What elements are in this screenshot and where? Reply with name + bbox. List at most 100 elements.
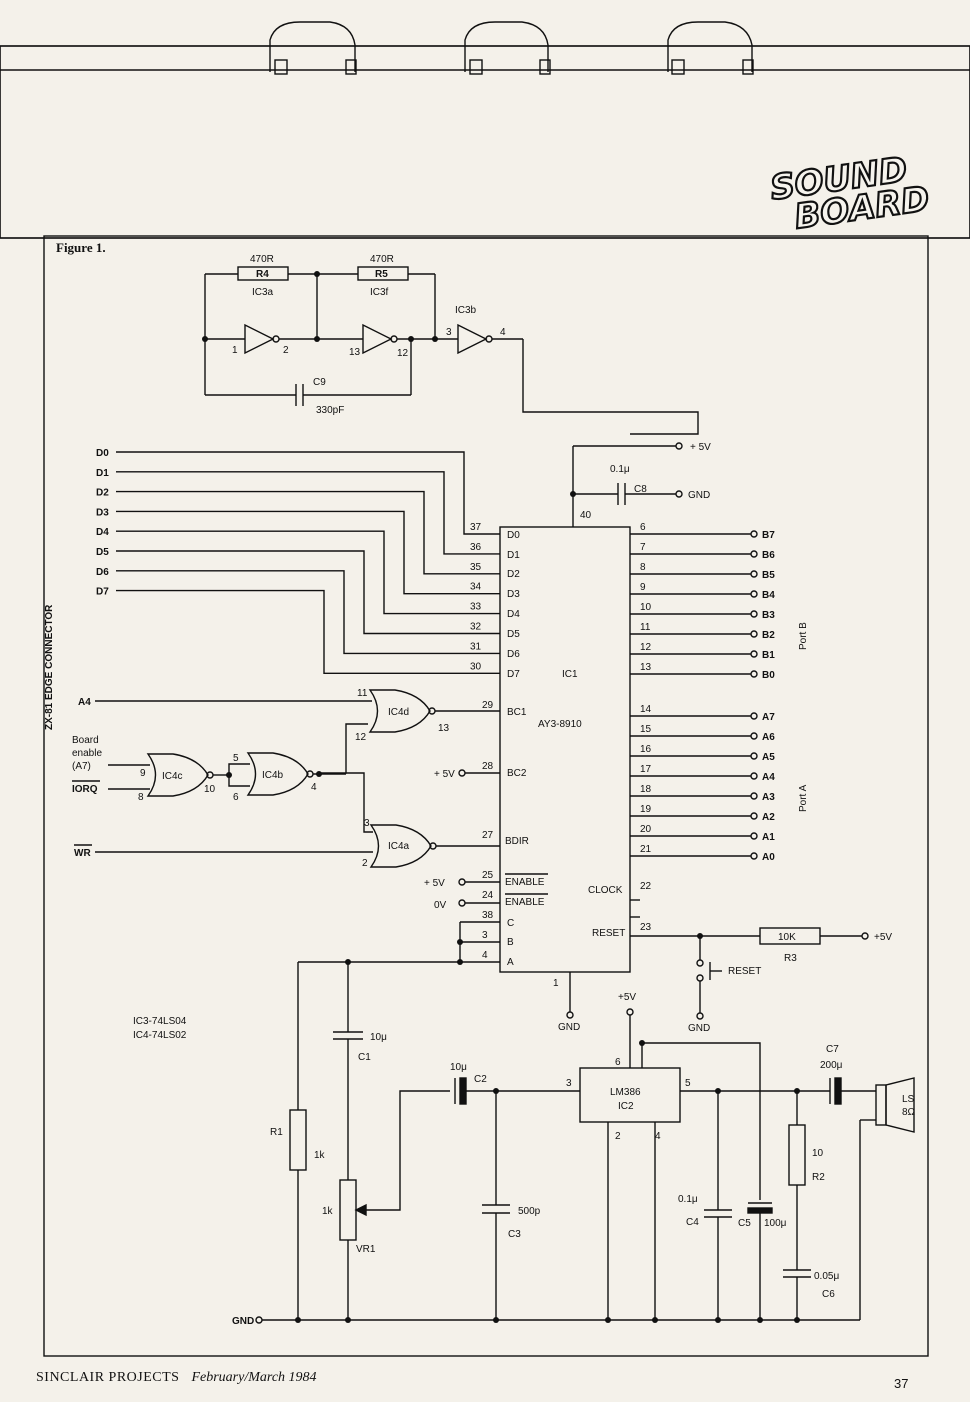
- svg-text:25: 25: [482, 870, 494, 881]
- svg-text:R3: R3: [784, 953, 797, 964]
- data-pin-number: 36: [470, 542, 482, 553]
- port-a-label: Port A: [798, 784, 809, 812]
- svg-text:C3: C3: [508, 1229, 521, 1240]
- svg-text:10μ: 10μ: [450, 1062, 467, 1073]
- svg-text:5: 5: [233, 753, 239, 764]
- port-pin-number: 14: [640, 704, 652, 715]
- svg-text:AY3-8910: AY3-8910: [538, 719, 582, 730]
- amplifier: 10μ C1 R1 1k 1k VR1 10μ C2 500p C3 LM386…: [232, 962, 916, 1327]
- port-b-label: Port B: [798, 622, 809, 650]
- data-pin-number: 34: [470, 582, 482, 593]
- data-line-wire: [116, 471, 500, 555]
- binder-rings: [269, 21, 754, 75]
- svg-text:A: A: [507, 957, 514, 968]
- port-pin-number: 19: [640, 804, 652, 815]
- svg-text:23: 23: [640, 922, 652, 933]
- port-line-label: B3: [762, 610, 775, 621]
- svg-text:2: 2: [362, 858, 368, 869]
- figure-frame: [43, 235, 929, 1357]
- svg-text:IC3-74LS04: IC3-74LS04: [133, 1016, 187, 1027]
- svg-text:IC4c: IC4c: [162, 771, 183, 782]
- svg-text:ENABLE: ENABLE: [505, 877, 545, 888]
- ic1-clock-reset: GND 1 22 23 +5V 10K R3 RESET GND: [553, 881, 892, 1034]
- data-line-wire: [116, 589, 500, 674]
- svg-text:D5: D5: [507, 629, 520, 640]
- svg-text:9: 9: [140, 768, 146, 779]
- svg-text:12: 12: [397, 348, 409, 359]
- svg-text:+ 5V: + 5V: [690, 442, 711, 453]
- ports: 6B77B68B59B410B311B212B113B014A715A616A5…: [630, 522, 775, 863]
- svg-text:29: 29: [482, 700, 494, 711]
- ic1-config-pins: + 5V + 5V 0V 25 24 38 3 4: [298, 769, 500, 965]
- port-terminal: [750, 670, 758, 678]
- port-pin-number: 10: [640, 602, 652, 613]
- resistor-r1: [289, 1109, 307, 1171]
- svg-text:D6: D6: [507, 649, 520, 660]
- data-line-label: D6: [96, 567, 109, 578]
- data-pin-number: 37: [470, 522, 482, 533]
- svg-text:100μ: 100μ: [764, 1218, 787, 1229]
- page-number: 37: [894, 1376, 909, 1391]
- svg-text:200μ: 200μ: [820, 1060, 843, 1071]
- port-line-label: A0: [762, 852, 775, 863]
- svg-text:IC4d: IC4d: [388, 707, 409, 718]
- svg-text:VR1: VR1: [356, 1244, 376, 1255]
- port-pin-number: 17: [640, 764, 652, 775]
- svg-text:R1: R1: [270, 1127, 283, 1138]
- ic1-left-pins: D0 D1 D2 D3 D4 D5 D6 D7 BC1 BC2 BDIR ENA…: [505, 530, 548, 968]
- resistor-r2: [788, 1124, 806, 1186]
- port-pin-number: 18: [640, 784, 652, 795]
- data-line-wire: [116, 530, 500, 615]
- port-pin-number: 20: [640, 824, 652, 835]
- svg-text:+ 5V: + 5V: [424, 878, 445, 889]
- figure-title: Figure 1.: [56, 240, 106, 255]
- data-line-label: D5: [96, 547, 109, 558]
- svg-text:0.1μ: 0.1μ: [678, 1194, 698, 1205]
- svg-text:C7: C7: [826, 1044, 839, 1055]
- svg-text:1: 1: [232, 345, 238, 356]
- port-line-label: B0: [762, 670, 775, 681]
- port-terminal: [750, 550, 758, 558]
- svg-text:470R: 470R: [370, 254, 394, 265]
- svg-text:1k: 1k: [314, 1150, 326, 1161]
- svg-text:4: 4: [500, 327, 506, 338]
- port-pin-number: 11: [640, 622, 651, 633]
- port-line-label: B7: [762, 530, 775, 541]
- svg-text:C4: C4: [686, 1217, 699, 1228]
- svg-text:1: 1: [553, 978, 559, 989]
- svg-text:Board: Board: [72, 735, 99, 746]
- svg-text:IC4a: IC4a: [388, 841, 410, 852]
- graph-paper-header: [0, 45, 970, 239]
- data-line-label: D0: [96, 448, 109, 459]
- magazine-name: SINCLAIR PROJECTS: [36, 1370, 180, 1385]
- svg-text:8: 8: [138, 792, 144, 803]
- potentiometer-vr1: [339, 1179, 357, 1241]
- svg-text:10: 10: [204, 784, 216, 795]
- svg-text:IC3f: IC3f: [370, 287, 389, 298]
- svg-text:13: 13: [438, 723, 450, 734]
- issue-date: February/March 1984: [191, 1370, 317, 1385]
- svg-text:enable: enable: [72, 748, 102, 759]
- svg-text:D4: D4: [507, 609, 520, 620]
- port-line-label: B1: [762, 650, 775, 661]
- svg-text:+5V: +5V: [874, 932, 892, 943]
- svg-text:4: 4: [311, 782, 317, 793]
- svg-text:GND: GND: [558, 1022, 580, 1033]
- svg-text:27: 27: [482, 830, 494, 841]
- svg-text:C8: C8: [634, 484, 647, 495]
- svg-text:LS: LS: [902, 1094, 915, 1105]
- svg-text:22: 22: [640, 881, 652, 892]
- svg-text:11: 11: [357, 688, 368, 699]
- svg-text:IORQ: IORQ: [72, 784, 98, 795]
- svg-text:WR: WR: [74, 848, 91, 859]
- svg-text:+5V: +5V: [618, 992, 636, 1003]
- port-terminal: [750, 712, 758, 720]
- svg-text:0.05μ: 0.05μ: [814, 1271, 839, 1282]
- svg-text:C: C: [507, 918, 514, 929]
- port-line-label: A2: [762, 812, 775, 823]
- data-line-wire: [116, 550, 500, 635]
- svg-text:C1: C1: [358, 1052, 371, 1063]
- port-pin-number: 12: [640, 642, 652, 653]
- data-pin-number: 35: [470, 562, 482, 573]
